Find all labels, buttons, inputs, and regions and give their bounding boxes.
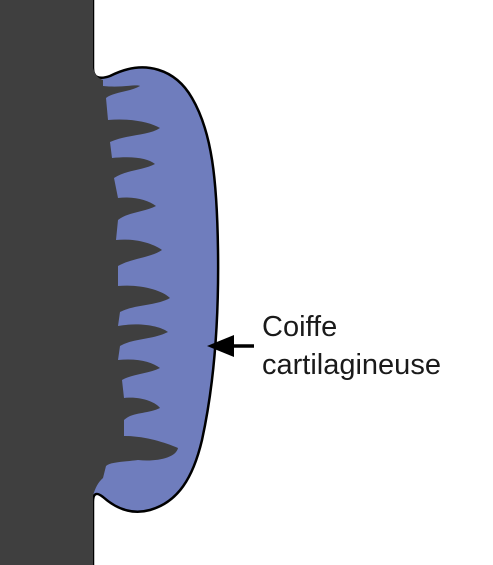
label-line-1: Coiffe bbox=[262, 311, 337, 343]
label-line-2: cartilagineuse bbox=[262, 349, 441, 381]
